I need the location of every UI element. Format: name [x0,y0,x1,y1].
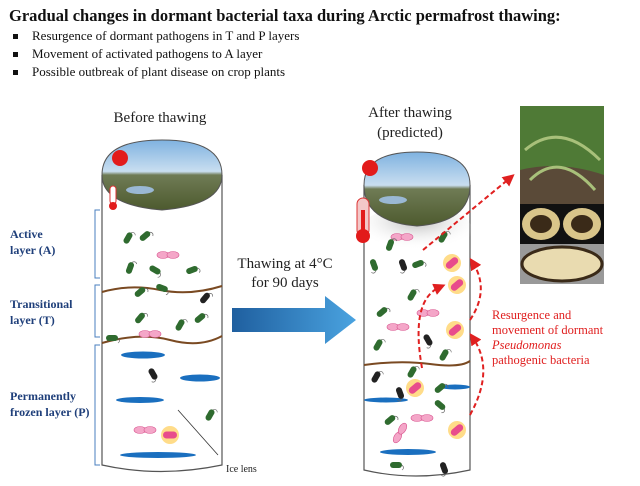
transitional-layer-label: Transitional [10,297,73,311]
bacterium-icon [412,259,427,269]
activated-pathogen-icon [448,421,466,439]
thawing-condition-text: Thawing at 4°C [237,256,332,272]
before-thawing-heading: Before thawing [114,110,207,126]
sun-icon [112,150,128,166]
activated-pathogen-icon [161,426,179,444]
bullet-item: Movement of activated pathogens to A lay… [9,45,299,63]
dormant-bacterium-icon [133,426,157,434]
bacterium-icon [434,383,449,393]
transitional-layer-label-2: layer (T) [10,313,55,327]
bacterium-icon [149,265,161,278]
bacterium-icon [423,334,433,349]
thawing-arrow [232,296,356,344]
bullet-icon [13,33,18,39]
thermometer-hot-icon [356,197,370,243]
bacterium-icon [186,265,201,275]
ice-lens [364,397,408,403]
bacterium-icon [175,319,188,331]
dormant-bacterium-icon [386,323,410,331]
bacterium-icon [139,231,154,241]
bacterium-icon [135,312,149,324]
soil-boundary-line [101,335,223,345]
thawing-duration-text: for 90 days [251,275,319,291]
bullet-item: Resurgence of dormant pathogens in T and… [9,27,299,45]
bacterium-icon [125,261,138,274]
bacterium-icon [156,283,169,296]
bacterium-icon [376,307,391,317]
dormant-bacterium-icon [138,330,162,338]
after-thawing-subheading: (predicted) [377,125,443,141]
active-layer-label: Active [10,227,43,241]
bacterium-icon [398,259,408,274]
bacterium-icon [407,366,420,378]
activated-pathogen-icon [448,276,466,294]
dormant-bacterium-icon [392,422,408,444]
before-soil-column [101,139,223,473]
thermometer-cold-icon [109,185,117,210]
diseased-plant-photos [520,106,604,284]
bacterium-icon [373,339,386,351]
pathogen-annotation-4: pathogenic bacteria [492,353,590,367]
frozen-layer-label: Permanently [10,389,76,403]
ice-lens [380,449,436,455]
tundra-landscape-photo [363,151,471,227]
frozen-layer-label-2: frozen layer (P) [10,405,90,419]
bacterium-icon [439,462,449,477]
active-layer-label-2: layer (A) [10,243,55,257]
bullet-item: Possible outbreak of plant disease on cr… [9,63,299,81]
bacteria-cluster-after [369,231,466,477]
bacterium-icon [438,231,451,243]
pathogen-movement-arrows [417,174,515,416]
bacterium-icon [439,349,452,361]
bacterium-icon [369,259,379,274]
bacterium-icon [434,400,446,414]
bacterium-icon [123,232,136,244]
bacterium-icon [205,409,218,421]
pathogen-annotation-2: movement of dormant [492,323,604,337]
activated-pathogen-icon [443,254,461,272]
bacterium-icon [395,387,405,402]
bacterium-icon [385,238,398,251]
dormant-bacterium-icon [410,414,434,422]
soil-boundary-line [363,360,471,367]
ice-lens [120,452,196,458]
after-thawing-heading: After thawing [368,105,452,121]
after-soil-column [362,151,472,477]
dormant-bacterium-icon [156,251,180,259]
bacterium-icon [134,287,149,297]
ice-lens [116,397,164,403]
dormant-bacterium-icon [416,309,440,317]
bullet-icon [13,69,18,75]
ice-lens [180,374,220,382]
bacterium-icon [384,415,399,425]
bacterium-icon [194,313,209,323]
pathogen-genus: Pseudomonas [491,338,562,352]
bacterium-icon [200,292,214,304]
ice-lens [121,351,165,359]
bullet-icon [13,51,18,57]
pathogen-annotation: Resurgence and [492,308,572,322]
bacterium-icon [407,289,420,301]
bacterium-icon [390,462,404,471]
bacteria-cluster-before [106,231,218,444]
summary-bullets: Resurgence of dormant pathogens in T and… [9,27,299,81]
ice-lens-label: Ice lens [226,464,257,475]
bacterium-icon [106,335,120,344]
sun-icon [362,160,378,176]
figure-title: Gradual changes in dormant bacterial tax… [9,6,561,25]
bacterium-icon [148,368,158,383]
activated-pathogen-icon [446,321,464,339]
activated-pathogen-icon [406,379,424,397]
bacterium-icon [371,371,384,383]
